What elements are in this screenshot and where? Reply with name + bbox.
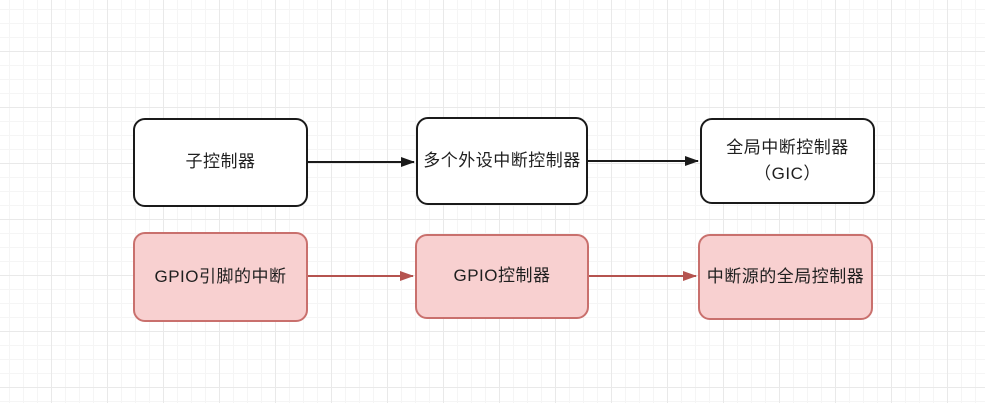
node-label: GPIO控制器 (453, 266, 551, 286)
node-peripheral-interrupt-controllers[interactable]: 多个外设中断控制器 (416, 117, 588, 205)
node-label: 多个外设中断控制器 (423, 150, 581, 170)
node-sub-controller[interactable]: 子控制器 (133, 118, 308, 207)
node-label: GPIO引脚的中断 (154, 266, 287, 286)
node-interrupt-source-global-controller[interactable]: 中断源的全局控制器 (698, 234, 873, 320)
node-label: 中断源的全局控制器 (706, 266, 865, 286)
node-global-interrupt-controller-gic[interactable]: 全局中断控制器 （GIC） (700, 118, 875, 204)
node-label-line2: （GIC） (754, 164, 821, 183)
canvas-bottom-margin (0, 403, 985, 408)
node-label-line1: 全局中断控制器 (726, 137, 849, 157)
node-gpio-pin-interrupt[interactable]: GPIO引脚的中断 (133, 232, 308, 322)
node-label: 全局中断控制器 （GIC） (726, 135, 849, 188)
node-label: 子控制器 (185, 152, 256, 172)
node-gpio-controller[interactable]: GPIO控制器 (415, 234, 589, 319)
